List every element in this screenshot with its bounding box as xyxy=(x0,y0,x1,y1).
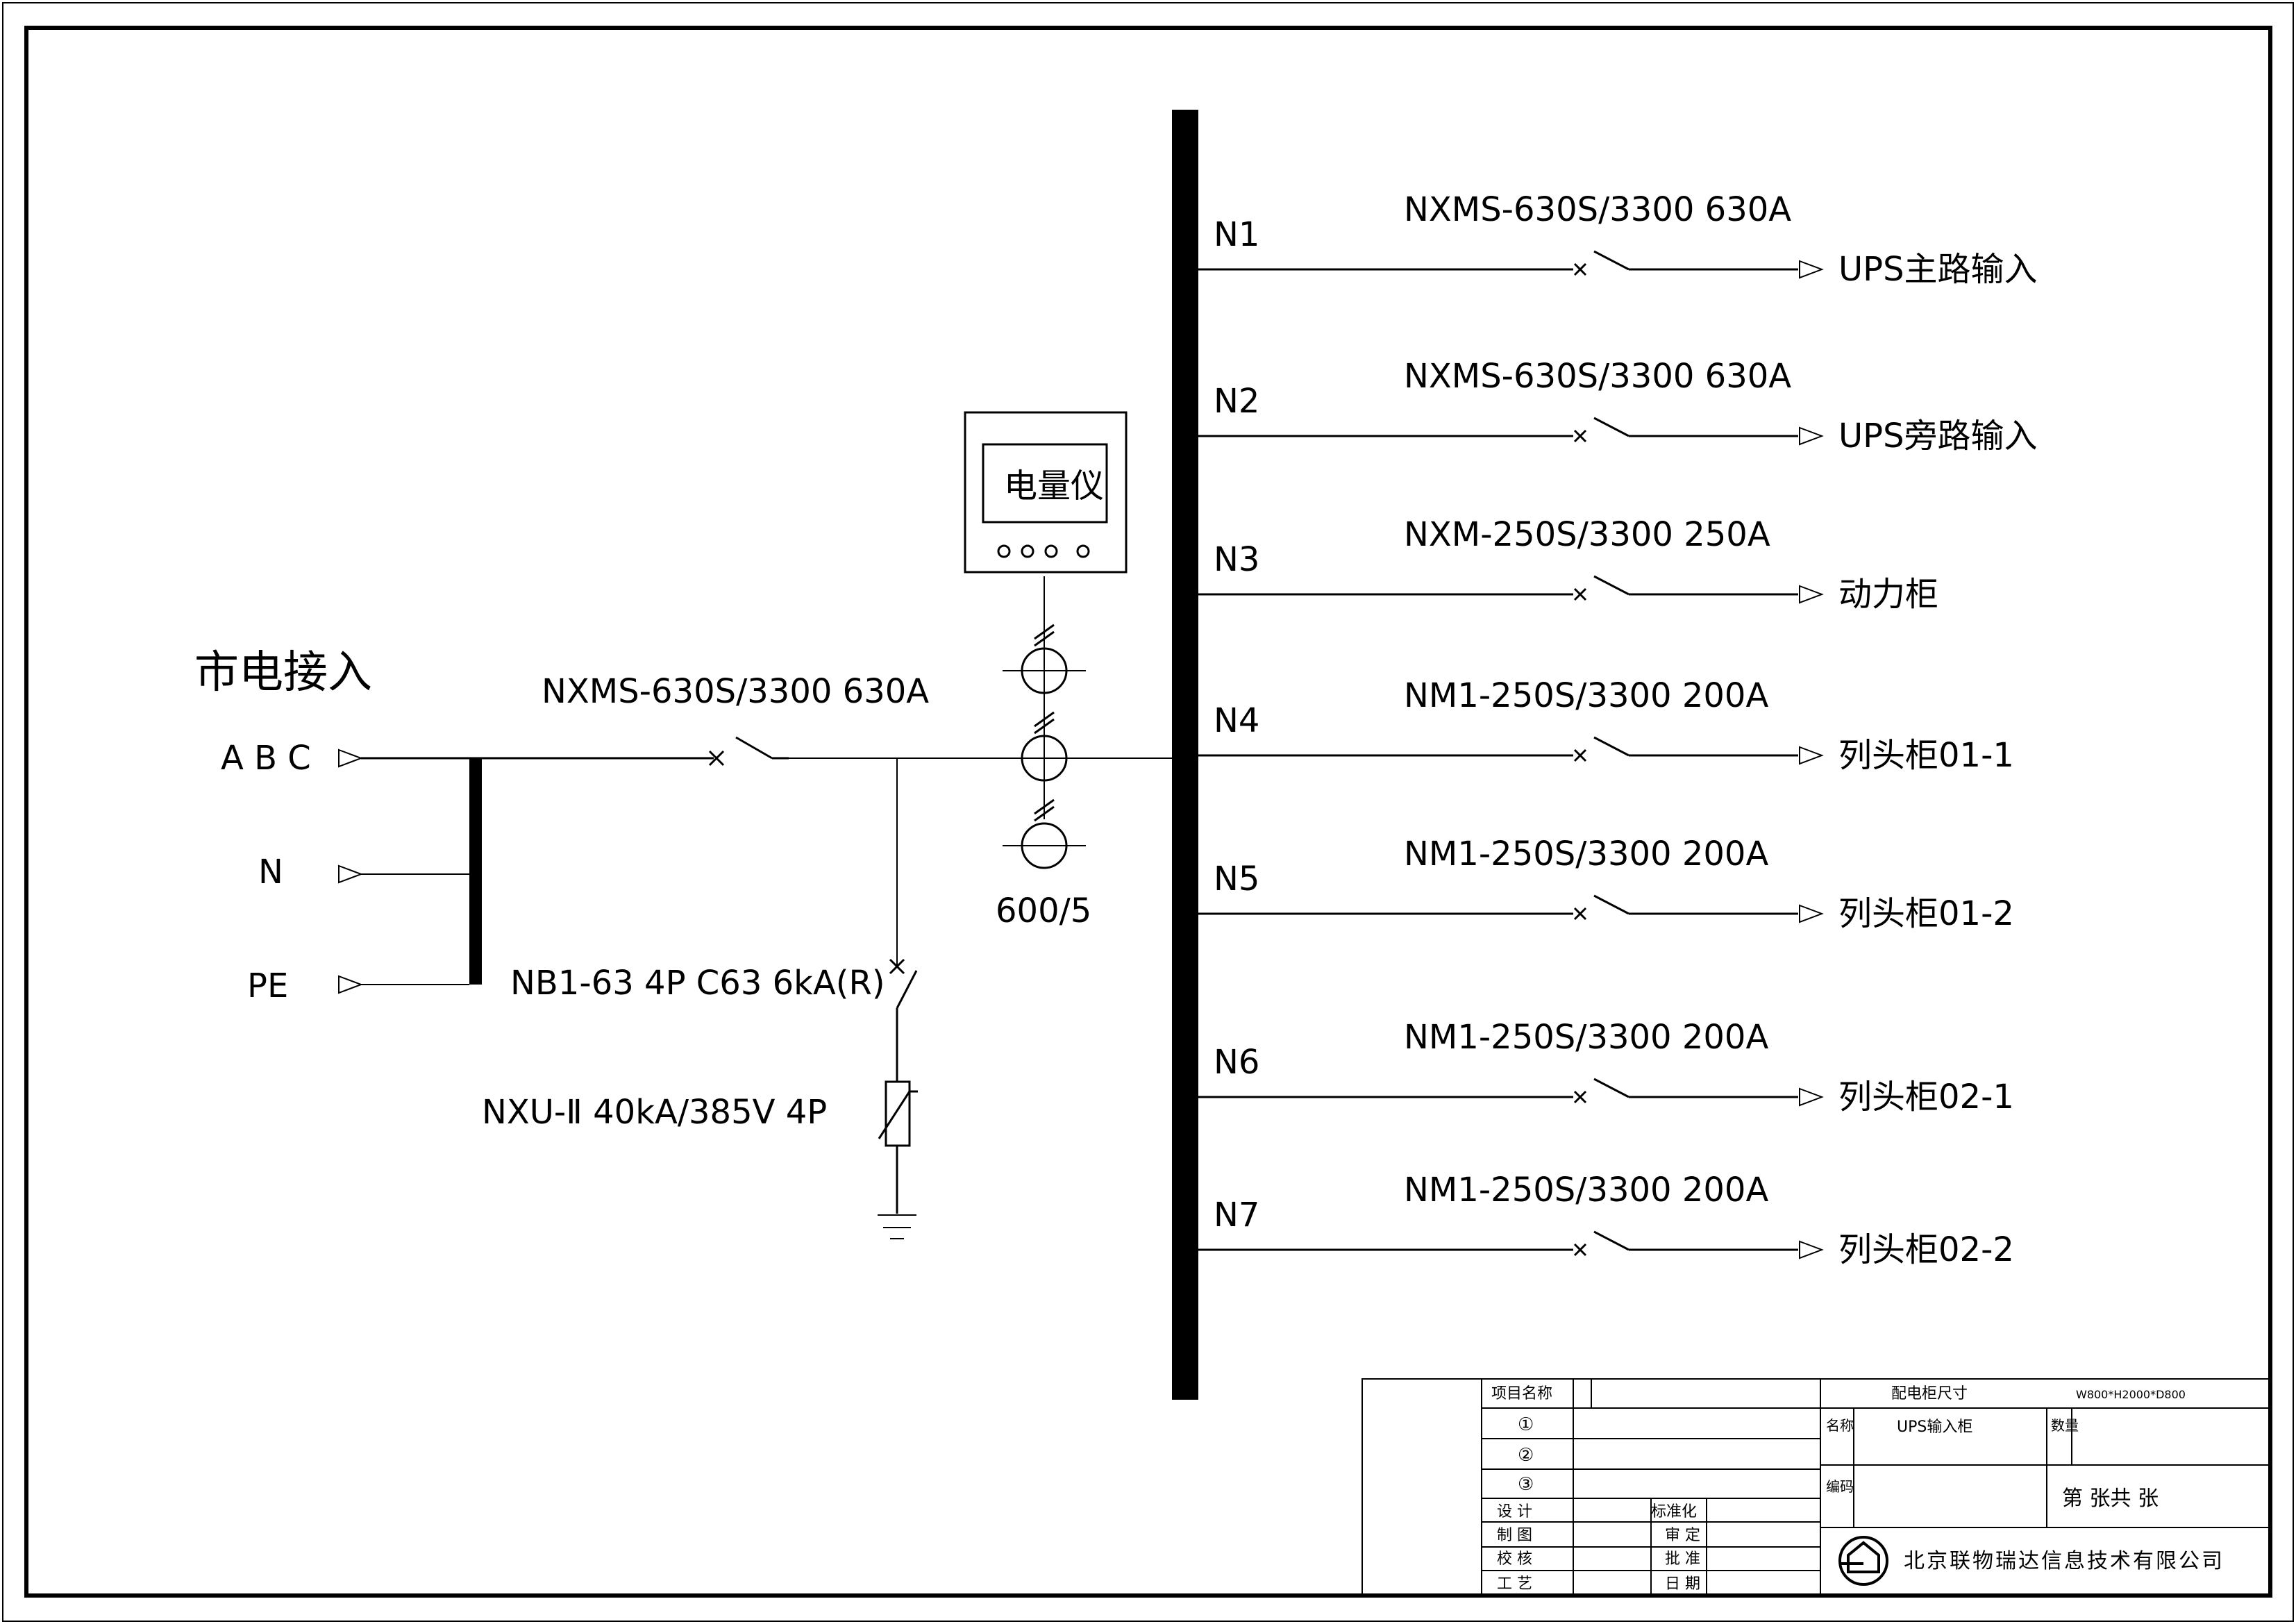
feeder-4: N4 NM1-250S/3300 200A 列头柜01-1 xyxy=(1198,676,2014,775)
date-label: 日 期 xyxy=(1665,1575,1700,1593)
feeder-id: N3 xyxy=(1214,540,1259,579)
feeder-arrow-icon xyxy=(1799,427,1822,445)
feeder-destination: UPS旁路输入 xyxy=(1838,417,2038,455)
company-logo-icon xyxy=(1838,1536,1888,1586)
design-label: 设 计 xyxy=(1497,1503,1532,1521)
current-transformers xyxy=(961,576,1173,869)
standard-label: 标准化 xyxy=(1651,1503,1697,1521)
project-row-2: ② xyxy=(1518,1445,1534,1466)
ct-ratio-label: 600/5 xyxy=(996,891,1091,930)
name-label: 名称 xyxy=(1826,1417,1854,1434)
project-name-label: 项目名称 xyxy=(1491,1385,1552,1403)
feeder-breaker-symbol xyxy=(1573,736,1629,762)
feeder-destination: 列头柜01-2 xyxy=(1838,894,2014,933)
project-row-1: ① xyxy=(1518,1414,1534,1435)
cabinet-size-label: 配电柜尺寸 xyxy=(1891,1385,1968,1403)
incoming-title: 市电接入 xyxy=(194,647,372,698)
main-busbar xyxy=(1172,110,1198,1400)
feeder-breaker-label: NM1-250S/3300 200A xyxy=(1404,1018,1768,1057)
main-breaker-label: NXMS-630S/3300 630A xyxy=(542,672,929,711)
code-label: 编码 xyxy=(1826,1478,1854,1495)
feeder-arrow-icon xyxy=(1799,905,1822,923)
feeder-breaker-label: NM1-250S/3300 200A xyxy=(1404,835,1768,873)
input-arrow-abc xyxy=(338,749,362,767)
feeder-arrow-icon xyxy=(1799,1241,1822,1259)
project-row-3: ③ xyxy=(1518,1474,1534,1495)
name-value: UPS输入柜 xyxy=(1897,1418,1972,1436)
input-arrow-pe xyxy=(338,976,362,994)
feeder-breaker-symbol xyxy=(1573,1078,1629,1104)
feeder-destination: 列头柜01-1 xyxy=(1838,736,2014,775)
feeder-7: N7 NM1-250S/3300 200A 列头柜02-2 xyxy=(1198,1171,2014,1269)
energy-meter xyxy=(964,411,1128,574)
review-label: 审 定 xyxy=(1665,1527,1700,1544)
feeder-breaker-symbol xyxy=(1573,417,1629,443)
feeder-arrow-icon xyxy=(1799,746,1822,764)
feeder-breaker-symbol xyxy=(1573,1230,1629,1257)
title-block-text: 项目名称 配电柜尺寸 W800*H2000*D800 ① ② ③ 名称 UPS输… xyxy=(1491,1385,2224,1593)
feeder-id: N5 xyxy=(1214,860,1259,898)
feeder-6: N6 NM1-250S/3300 200A 列头柜02-1 xyxy=(1198,1018,2014,1116)
feeder-3: N3 NXM-250S/3300 250A 动力柜 xyxy=(1198,515,1938,614)
feeder-destination: 列头柜02-1 xyxy=(1838,1078,2014,1116)
feeder-id: N1 xyxy=(1214,215,1259,254)
feeder-breaker-label: NXMS-630S/3300 630A xyxy=(1404,190,1791,229)
feeder-1: N1 NXMS-630S/3300 630A UPS主路输入 xyxy=(1198,190,2038,289)
spd-symbol xyxy=(878,1080,918,1214)
input-arrow-n xyxy=(338,865,362,883)
feeder-2: N2 NXMS-630S/3300 630A UPS旁路输入 xyxy=(1198,357,2038,455)
check-label: 校 核 xyxy=(1497,1550,1532,1568)
feeder-destination: 列头柜02-2 xyxy=(1838,1230,2014,1269)
feeder-breaker-label: NM1-250S/3300 200A xyxy=(1404,676,1768,715)
feeder-id: N6 xyxy=(1214,1043,1259,1082)
qty-label: 数量 xyxy=(2051,1417,2079,1434)
phase-label-n: N xyxy=(258,853,283,891)
feeder-id: N4 xyxy=(1214,701,1259,740)
process-label: 工 艺 xyxy=(1497,1575,1532,1593)
phase-label-abc: A B C xyxy=(221,739,311,778)
feeder-arrow-icon xyxy=(1799,260,1822,278)
spd-breaker-label: NB1-63 4P C63 6kA(R) xyxy=(510,964,885,1003)
feeder-breaker-symbol xyxy=(1573,894,1629,921)
feeder-destination: 动力柜 xyxy=(1838,575,1938,614)
feeder-id: N2 xyxy=(1214,382,1259,421)
title-block xyxy=(1361,1378,2271,1596)
spd-breaker-symbol xyxy=(889,958,918,1082)
input-busbar xyxy=(469,758,482,985)
feeder-destination: UPS主路输入 xyxy=(1838,250,2038,289)
main-breaker-symbol xyxy=(708,736,789,767)
ground-icon xyxy=(878,1214,916,1239)
draw-label: 制 图 xyxy=(1497,1527,1532,1544)
feeder-breaker-label: NXM-250S/3300 250A xyxy=(1404,515,1770,554)
feeder-breaker-symbol xyxy=(1573,250,1629,276)
company-name: 北京联物瑞达信息技术有限公司 xyxy=(1904,1549,2224,1573)
inner-frame xyxy=(24,26,2272,1598)
approve-label: 批 准 xyxy=(1665,1550,1700,1568)
feeder-arrow-icon xyxy=(1799,585,1822,603)
spd-label: NXU-Ⅱ 40kA/385V 4P xyxy=(482,1093,827,1132)
meter-label: 电量仪 xyxy=(1004,467,1104,505)
feeder-breaker-label: NXMS-630S/3300 630A xyxy=(1404,357,1791,396)
feeder-breaker-symbol xyxy=(1573,575,1629,601)
feeder-arrow-icon xyxy=(1799,1088,1822,1106)
cabinet-size-value: W800*H2000*D800 xyxy=(2076,1388,2186,1401)
feeder-id: N7 xyxy=(1214,1196,1259,1234)
feeder-5: N5 NM1-250S/3300 200A 列头柜01-2 xyxy=(1198,835,2014,933)
sheet-text: 第 张共 张 xyxy=(2062,1487,2159,1511)
phase-label-pe: PE xyxy=(247,966,288,1005)
feeder-breaker-label: NM1-250S/3300 200A xyxy=(1404,1171,1768,1209)
